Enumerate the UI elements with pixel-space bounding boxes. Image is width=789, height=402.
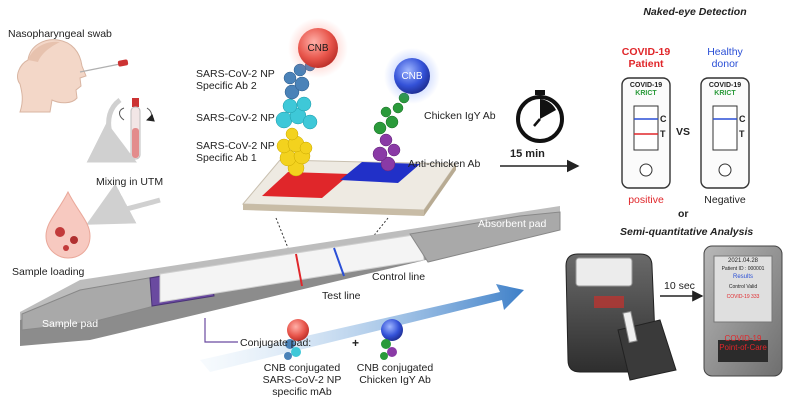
reader-control: Control Valid — [728, 284, 758, 290]
conjugate-pad-leader — [204, 318, 238, 343]
covid-patient-label: COVID-19 Patient — [621, 46, 671, 70]
np-label: SARS-CoV-2 NP — [196, 112, 275, 124]
absorbent-pad — [409, 211, 561, 263]
cnb-conjugated-np-mab-icon — [284, 319, 309, 360]
t-mark-negative: T — [739, 129, 745, 139]
cnb-blue-label: CNB — [401, 71, 423, 82]
timer-icon — [516, 90, 564, 143]
test-line-band — [262, 172, 350, 198]
naked-eye-heading: Naked-eye Detection — [643, 6, 747, 18]
sample-loading-label: Sample loading — [12, 266, 85, 278]
negative-strip-cassette — [700, 77, 750, 189]
ten-sec-label: 10 sec — [664, 280, 695, 292]
cnb-igy-label: CNB conjugated Chicken IgY Ab — [356, 362, 434, 386]
sample-flow-arrow — [200, 284, 524, 372]
reader-results-title: Results — [732, 274, 753, 280]
mixing-arrow — [86, 97, 137, 163]
lateral-flow-strip — [20, 206, 561, 346]
positive-label: positive — [628, 194, 664, 206]
anti-chicken-label: Anti-chicken Ab — [408, 158, 481, 170]
mixing-label: Mixing in UTM — [96, 176, 164, 188]
positive-strip-cassette — [621, 77, 671, 189]
cnb-blue-nanobead — [384, 48, 440, 104]
nasopharyngeal-swab-label: Nasopharyngeal swab — [8, 28, 112, 40]
results-reader-device — [703, 245, 783, 377]
utm-tube-icon — [119, 98, 155, 160]
strip-maker-positive: KRICT — [635, 90, 657, 97]
negative-label: Negative — [704, 194, 746, 206]
conjugate-pad-label: Conjugate pad: — [240, 337, 312, 349]
control-line-label: Control line — [372, 271, 426, 283]
time-label: 15 min — [510, 148, 545, 160]
loading-arrow — [86, 183, 161, 225]
or-label: or — [678, 208, 689, 220]
reader-value: COVID-19 333 — [726, 294, 760, 300]
reader-date: 2021.04.28 — [727, 258, 759, 264]
zoom-line-left — [275, 217, 289, 249]
cnb-red-nanobead — [288, 18, 348, 78]
anti-chicken-ab — [372, 133, 401, 172]
reader-device-name: COVID-19 Point-of-Care — [719, 334, 767, 352]
portable-reader-device — [565, 253, 677, 381]
control-line-band — [340, 162, 420, 183]
absorbent-pad-label: Absorbent pad — [478, 218, 547, 230]
strip-maker-negative: KRICT — [714, 90, 736, 97]
cnb-np-mab-label: CNB conjugated SARS-CoV-2 NP specific mA… — [262, 362, 342, 398]
semi-quant-heading: Semi-quantitative Analysis — [620, 226, 754, 238]
swab-icon — [79, 59, 129, 73]
strip-control-line — [333, 247, 345, 277]
strip-brand-positive: COVID-19 — [629, 82, 663, 89]
sars-cov-2-np-specific-ab-1 — [276, 127, 313, 177]
ab2-label: SARS-CoV-2 NP Specific Ab 2 — [196, 68, 275, 92]
patient-head-illustration — [17, 39, 87, 113]
test-line-label: Test line — [322, 290, 361, 302]
sample-pad-label: Sample pad — [42, 318, 99, 330]
plus-label: + — [352, 336, 360, 350]
chicken-igy-label: Chicken IgY Ab — [424, 110, 496, 122]
strip-brand-negative: COVID-19 — [708, 82, 742, 89]
sars-cov-2-np — [275, 96, 318, 130]
ab1-label: SARS-CoV-2 NP Specific Ab 1 — [196, 140, 275, 164]
strip-test-line — [295, 253, 303, 287]
reader-patient-id: Patient ID : 000001 — [721, 266, 765, 272]
healthy-donor-label: Healthy donor — [707, 46, 743, 70]
c-mark-positive: C — [660, 114, 667, 124]
t-mark-positive: T — [660, 129, 666, 139]
c-mark-negative: C — [739, 114, 746, 124]
test-membrane-platform — [241, 159, 457, 216]
cnb-red-label: CNB — [307, 43, 329, 54]
sample-drop-icon — [45, 190, 91, 259]
cnb-conjugated-igy-icon — [380, 319, 403, 360]
vs-label: VS — [676, 126, 691, 138]
